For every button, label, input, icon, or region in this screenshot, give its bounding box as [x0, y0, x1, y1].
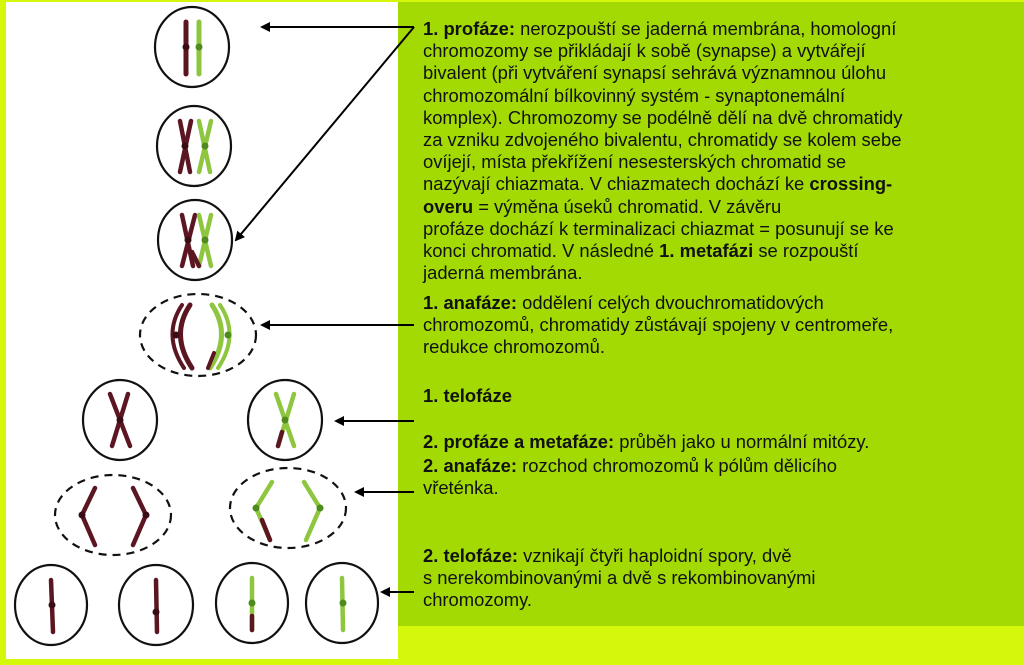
text-run: s nerekombinovanými a dvě s rekombinovan… — [423, 567, 816, 589]
arrow-prophase-1-crossing-over — [234, 26, 415, 242]
text-run: jaderná membrána. — [423, 262, 583, 284]
spore-maternal-2 — [117, 563, 195, 647]
cell-anaphase-2-left — [53, 473, 173, 557]
text-run: chromozomy. — [423, 589, 533, 611]
spore-paternal — [304, 561, 380, 645]
chromosome-paternal — [189, 212, 214, 269]
text-run: ovíjejí, místa překřížení nesesterských … — [423, 151, 847, 173]
text-run: konci chromatid. V následné — [423, 240, 660, 262]
cell-anaphase-1 — [138, 292, 258, 378]
text-run: chromozomy se přikládají k sobě (synapse… — [423, 40, 866, 62]
chromosome-maternal — [182, 19, 190, 77]
text-run: oddělení celých dvouchromatidových — [517, 292, 824, 313]
text-run: průběh jako u normální mitózy. — [614, 431, 870, 452]
bold-term: crossing- — [809, 173, 893, 195]
text-run: nazývají chiazmata. V chiazmatech docház… — [423, 173, 810, 195]
text-run: chromozomální bílkovinný systém - synapt… — [423, 84, 846, 106]
text-telofaze-1: 1. telofáze — [423, 385, 1021, 407]
bold-term: 1. metafázi — [659, 240, 754, 262]
chromosome-paternal — [252, 479, 324, 543]
chromosome-maternal — [107, 391, 133, 449]
text-run: redukce chromozomů. — [423, 336, 605, 358]
text-run: vřeténka. — [423, 477, 499, 499]
chromosome-maternal — [78, 485, 150, 548]
bold-term: overu — [423, 195, 474, 217]
text-run: = výměna úseků chromatid. V závěru — [473, 195, 782, 217]
bold-term: 1. anafáze: — [423, 292, 518, 313]
chromosome-paternal — [273, 391, 297, 449]
description-panel — [398, 2, 1024, 626]
bold-term: 1. telofáze — [423, 385, 512, 406]
bold-term: 2. telofáze: — [423, 545, 519, 566]
text-run: bivalent (při vytváření synapsí sehrává … — [423, 62, 887, 84]
spore-maternal-1 — [13, 563, 89, 647]
chromosome-maternal — [177, 118, 194, 175]
text-run: komplex). Chromozomy se podélně dělí na … — [423, 106, 903, 128]
cell-prophase-1-synapsis — [153, 5, 231, 89]
text-run: za vzniku zdvojeného bivalentu, chromati… — [423, 129, 902, 151]
bold-term: 2. profáze a metafáze: — [423, 431, 615, 452]
bold-term: 1. profáze: — [423, 18, 515, 39]
text-profaze-metafaze-2: 2. profáze a metafáze: průběh jako u nor… — [423, 431, 1021, 453]
chromosome-maternal — [170, 302, 195, 371]
text-run: nerozpouští se jaderná membrána, homolog… — [514, 18, 897, 39]
bold-term: 2. anafáze: — [423, 455, 518, 476]
text-profaze-1: 1. profáze: nerozpouští se jaderná membr… — [423, 18, 1021, 284]
text-run: vznikají čtyři haploidní spory, dvě — [518, 545, 792, 566]
text-run: profáze dochází k terminalizaci chiazmat… — [423, 217, 894, 239]
text-telofaze-2: 2. telofáze: vznikají čtyři haploidní sp… — [423, 545, 1021, 612]
cell-prophase-1-crossing-over — [156, 198, 234, 282]
spore-recombinant — [214, 561, 290, 645]
text-anafaze-1: 1. anafáze: oddělení celých dvouchromati… — [423, 292, 1021, 359]
text-run: chromozomů, chromatidy zůstávají spojeny… — [423, 314, 894, 336]
cell-anaphase-2-right — [228, 466, 348, 550]
chromosome-paternal — [206, 302, 232, 371]
chromosome-maternal — [179, 212, 198, 269]
cell-telophase-1-left — [81, 378, 159, 462]
cell-telophase-1-right — [246, 378, 324, 462]
text-run: se rozpouští — [753, 240, 859, 262]
arrows — [234, 22, 415, 597]
chromosome-paternal — [196, 118, 214, 175]
text-run: rozchod chromozomů k pólům dělicího — [517, 455, 837, 476]
text-anafaze-2: 2. anafáze: rozchod chromozomů k pólům d… — [423, 455, 1021, 499]
cell-prophase-1-bivalent — [155, 104, 233, 188]
chromosome-paternal — [195, 19, 203, 77]
